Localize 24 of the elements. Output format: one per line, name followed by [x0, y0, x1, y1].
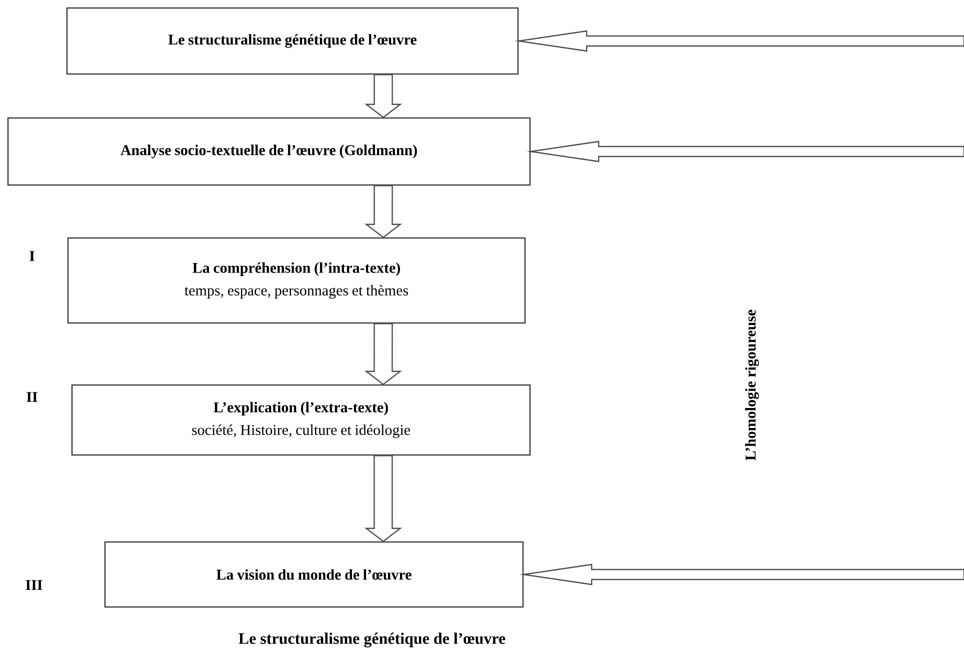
box-text: temps, espace, personnages et thèmes [184, 284, 408, 299]
box-title: Le structuralisme génétique de l’œuvre [168, 34, 417, 48]
box-text: société, Histoire, culture et idéologie [192, 424, 410, 438]
block-arrow [526, 140, 964, 162]
block-arrow [364, 185, 402, 238]
process-box [71, 384, 531, 456]
block-arrow [364, 74, 402, 118]
step-number: I [30, 251, 34, 261]
process-box [67, 237, 526, 324]
block-arrow [520, 564, 964, 586]
block-arrow [514, 30, 964, 52]
vertical-label: L’homologie rigoureuse [745, 310, 759, 460]
process-box [104, 541, 524, 608]
block-arrow [364, 455, 402, 542]
caption: Le structuralisme génétique de l’œuvre [238, 632, 506, 648]
box-title: Analyse socio-textuelle de l’œuvre (Goldmann) [120, 144, 417, 158]
block-arrow [364, 323, 402, 386]
box-title: L’explication (l’extra-texte) [214, 402, 388, 416]
step-number: II [26, 392, 38, 402]
process-box [66, 7, 519, 75]
process-box [7, 117, 531, 186]
box-title: La vision du monde de l’œuvre [216, 569, 412, 580]
box-title: La compréhension (l’intra-texte) [192, 262, 400, 276]
step-number: III [26, 580, 42, 590]
